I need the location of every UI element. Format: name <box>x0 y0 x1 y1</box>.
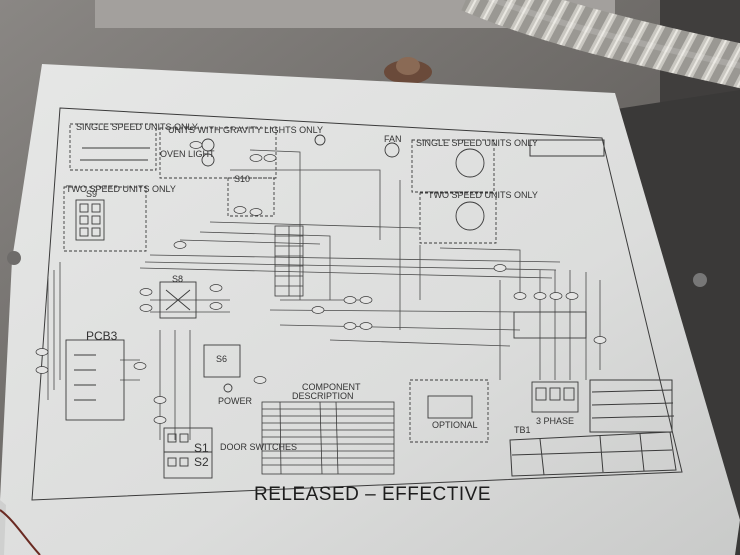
label-gravity-lights: UNITS WITH GRAVITY LIGHTS ONLY <box>168 125 323 135</box>
label-door-switches: DOOR SWITCHES <box>220 442 297 452</box>
pcb3-board <box>65 339 125 421</box>
upper-right-sections <box>314 134 497 244</box>
wiring-diagram-paper <box>0 64 740 555</box>
label-fan: FAN <box>384 134 402 144</box>
s8-switch <box>159 281 197 319</box>
label-s8: S8 <box>172 274 183 284</box>
door-switch-block <box>163 427 213 479</box>
component-table <box>261 401 395 475</box>
label-oven-light: OVEN LIGHT <box>160 149 215 159</box>
diagram-labels: SINGLE SPEED UNITS ONLY UNITS WITH GRAVI… <box>66 122 574 469</box>
diagram-frame <box>31 107 683 501</box>
conduit-hose <box>461 0 740 89</box>
label-optional: OPTIONAL <box>432 420 478 430</box>
label-s2: S2 <box>194 455 209 469</box>
label-two-speed-left: TWO SPEED UNITS ONLY <box>66 184 176 194</box>
binder-hole <box>7 251 21 265</box>
label-description: DESCRIPTION <box>292 391 354 401</box>
terminal-block <box>274 225 304 297</box>
label-single-speed-right: SINGLE SPEED UNITS ONLY <box>416 138 538 148</box>
label-single-speed: SINGLE SPEED UNITS ONLY <box>76 122 198 132</box>
label-power: POWER <box>218 396 253 406</box>
cable <box>0 509 41 555</box>
released-effective-stamp: RELEASED – EFFECTIVE <box>254 484 491 505</box>
label-s9: S9 <box>86 189 97 199</box>
s6-power-switch <box>203 344 241 393</box>
optional-and-three-phase <box>409 311 587 443</box>
wiring-lines <box>47 149 601 440</box>
label-s6: S6 <box>216 354 227 364</box>
label-component: COMPONENT <box>302 382 361 392</box>
label-s10: S10 <box>234 174 250 184</box>
connector-ovals <box>35 141 607 424</box>
label-3-phase: 3 PHASE <box>536 416 574 426</box>
upper-left-sections <box>63 123 277 252</box>
label-two-speed-right: TWO SPEED UNITS ONLY <box>428 190 538 200</box>
label-pcb3: PCB3 <box>86 329 118 343</box>
label-s1: S1 <box>194 441 209 455</box>
label-tb1: TB1 <box>514 425 531 435</box>
